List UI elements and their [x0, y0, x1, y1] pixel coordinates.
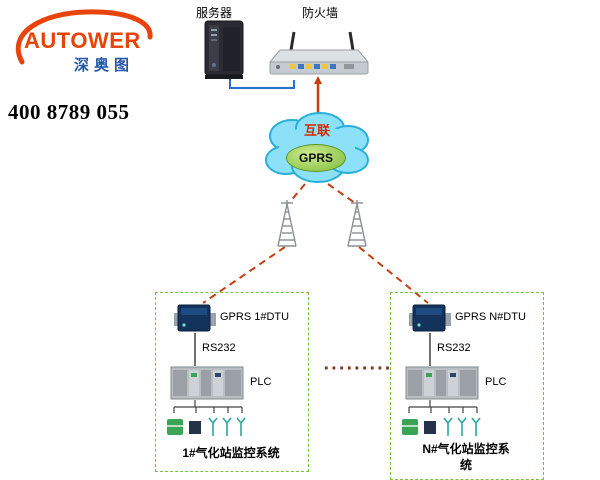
plc-device-icon-1: [170, 366, 244, 400]
field-instruments-icon-n: [402, 417, 481, 436]
station-title-1: 1#气化站监控系统: [182, 446, 280, 460]
dtu-label-n: GPRS N#DTU: [455, 311, 526, 323]
station-title-n: N#气化站监控系统: [422, 442, 510, 473]
station-box-1: [155, 292, 309, 472]
ellipsis-separator: ·········: [323, 358, 393, 380]
gprs-badge: GPRS: [286, 144, 346, 172]
brand-subtitle: 深奥图: [74, 57, 135, 74]
dtu-label-1: GPRS 1#DTU: [220, 311, 290, 323]
firewall-label: 防火墙: [301, 6, 338, 20]
brand-name: AUTOWER: [24, 28, 141, 53]
cloud-label: 互联: [303, 123, 330, 138]
internet-cloud: 互联 GPRS: [256, 106, 378, 190]
firewall-router-icon: [268, 31, 370, 75]
logo: AUTOWER 深奥图: [8, 6, 168, 86]
dtu-device-icon-n: [409, 304, 451, 332]
logo-swoosh: [15, 9, 153, 65]
plc-label-1: PLC: [250, 376, 272, 388]
antenna-tower-icon-right: [347, 200, 367, 247]
field-instruments-icon-1: [167, 417, 246, 436]
plc-label-n: PLC: [485, 376, 507, 388]
serial-label-n: RS232: [437, 342, 471, 354]
dtu-device-icon-1: [174, 304, 216, 332]
server-icon: [204, 20, 244, 79]
server-label: 服务器: [195, 6, 232, 20]
phone-number: 400 8789 055: [8, 100, 130, 124]
plc-device-icon-n: [405, 366, 479, 400]
antenna-tower-icon-left: [277, 200, 297, 247]
serial-label-1: RS232: [202, 342, 236, 354]
